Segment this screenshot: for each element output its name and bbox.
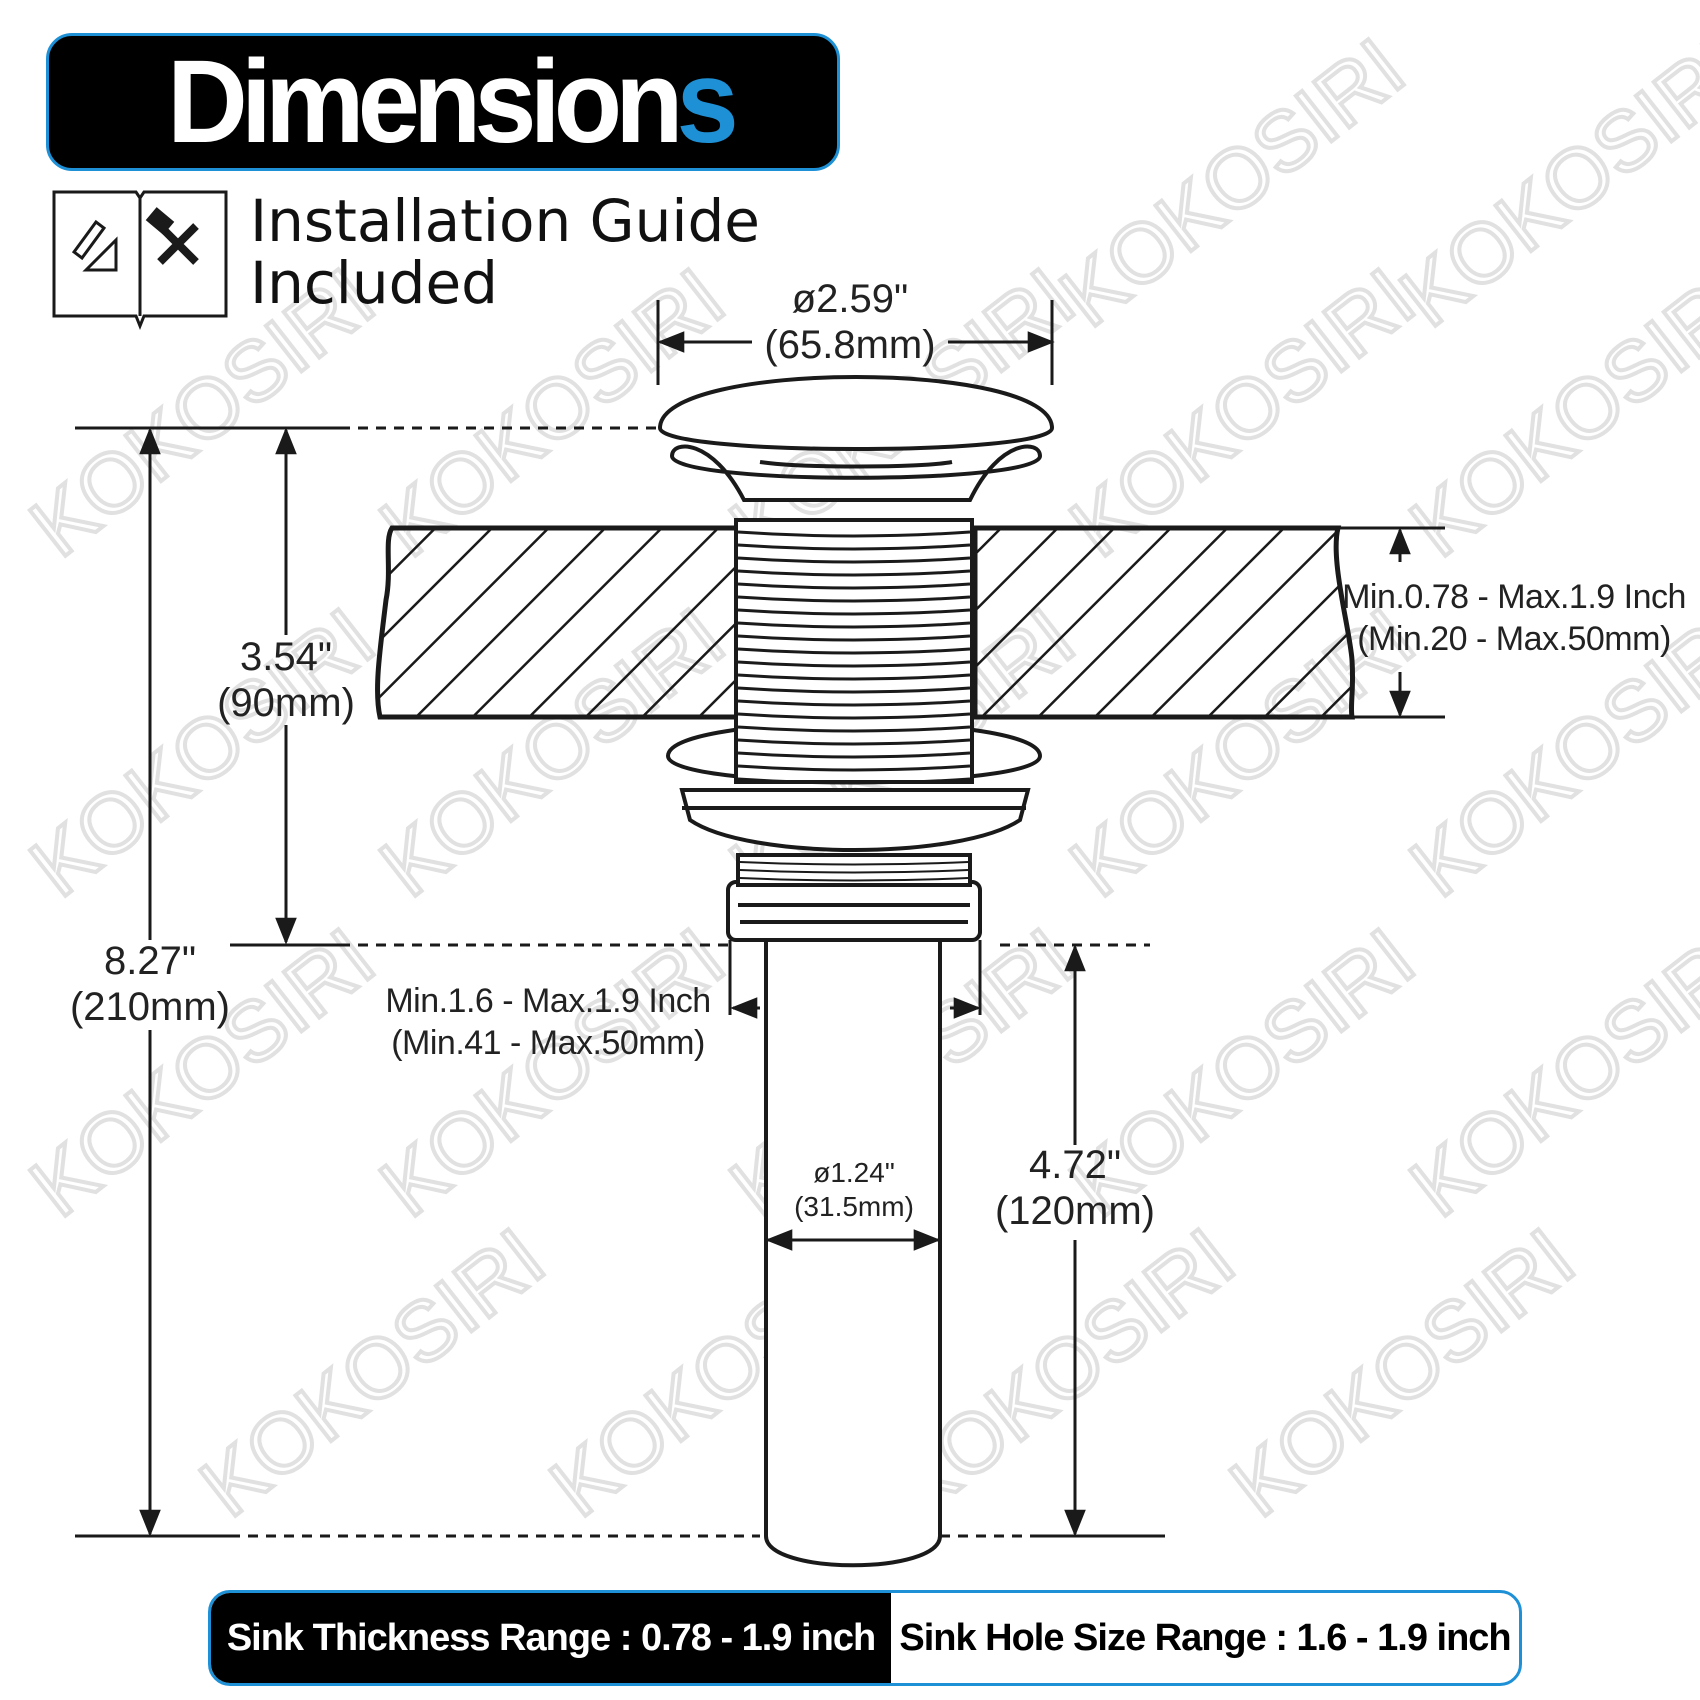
upper-height-label: 3.54" (90mm) [217, 635, 355, 725]
dimension-arrows [139, 331, 1411, 1537]
sink-thickness-label: Min.0.78 - Max.1.9 Inch (Min.20 - Max.50… [1342, 578, 1686, 658]
watermark-text: KOKOSIRI [363, 910, 741, 1234]
total-height-label: 8.27" (210mm) [69, 939, 231, 1029]
sink-slab [375, 525, 1356, 720]
page-title: Dimensions [167, 35, 739, 167]
guide-line-1: Installation Guide [250, 187, 760, 255]
installation-guide-label: Installation Guide Included [250, 190, 760, 314]
sink-hole-size-range: Sink Hole Size Range : 1.6 - 1.9 inch [899, 1616, 1511, 1659]
pipe-length-label: 4.72" (120mm) [994, 1143, 1156, 1233]
header-banner: Dimensions [46, 33, 840, 171]
watermark-text: KOKOSIRI [1213, 1210, 1591, 1534]
top-diameter-label: ø2.59" (65.8mm) [764, 277, 936, 367]
watermark-text: KOKOSIRI [1383, 20, 1700, 344]
watermark-text: KOKOSIRI [183, 1210, 561, 1534]
watermark-text: KOKOSIRI [1393, 910, 1700, 1234]
guide-line-2: Included [250, 249, 498, 317]
pipe-diameter-label: ø1.24" (31.5mm) [794, 1157, 914, 1222]
book-with-tools-icon [52, 190, 228, 331]
sink-thickness-range: Sink Thickness Range : 0.78 - 1.9 inch [211, 1593, 891, 1683]
hole-size-label: Min.1.6 - Max.1.9 Inch (Min.41 - Max.50m… [385, 982, 711, 1062]
drain-body [657, 375, 1055, 1568]
range-summary-bar: Sink Thickness Range : 0.78 - 1.9 inch S… [208, 1590, 1522, 1686]
